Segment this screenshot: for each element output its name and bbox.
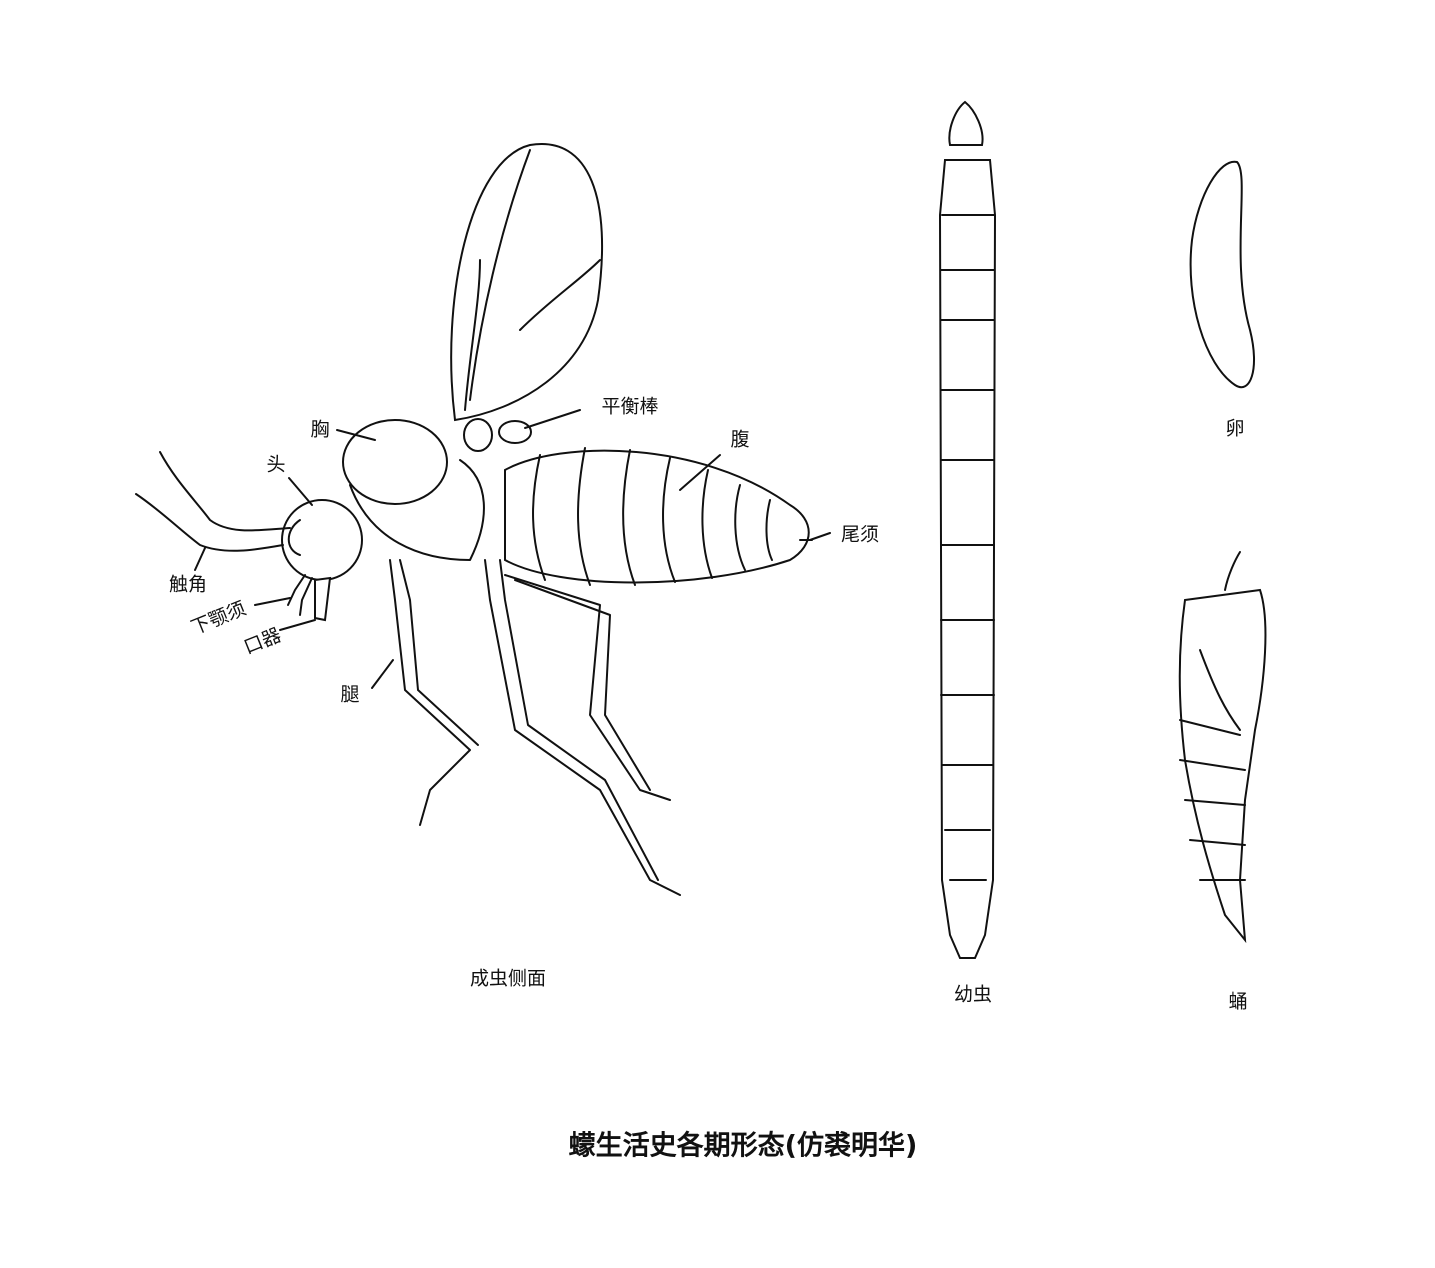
label-halteres: 平衡棒 xyxy=(601,395,659,418)
pointer-lines xyxy=(194,409,831,689)
leg xyxy=(484,559,681,896)
wing-veins xyxy=(464,149,601,411)
caption-adult: 成虫侧面 xyxy=(469,967,547,990)
maxillary-palp xyxy=(287,574,313,616)
label-leg: 腿 xyxy=(340,683,360,706)
label-head: 头 xyxy=(266,453,286,476)
caption-pupa: 蛹 xyxy=(1228,990,1248,1013)
antenna xyxy=(159,451,291,532)
wing xyxy=(450,142,604,422)
leg xyxy=(389,559,471,826)
thorax-lower xyxy=(349,459,485,561)
abdomen-segments xyxy=(532,447,813,586)
mouthparts xyxy=(314,576,332,622)
larva-segments xyxy=(940,214,995,881)
leg xyxy=(504,574,671,801)
figure-title: 蠓生活史各期形态(仿裘明华) xyxy=(568,1130,918,1162)
label-cerci: 尾须 xyxy=(840,523,880,546)
antenna xyxy=(135,493,284,552)
leg xyxy=(399,559,479,746)
abdomen xyxy=(504,449,810,584)
label-abdomen: 腹 xyxy=(730,428,750,451)
label-antenna: 触角 xyxy=(168,573,208,596)
haltere xyxy=(498,420,532,444)
caption-egg: 卵 xyxy=(1225,417,1245,440)
adult-midge-drawing xyxy=(135,142,831,896)
label-thorax: 胸 xyxy=(310,418,330,441)
larva-head xyxy=(948,100,984,146)
caption-larva: 幼虫 xyxy=(953,983,993,1006)
pupa-body xyxy=(1178,588,1267,944)
egg-drawing xyxy=(1189,160,1256,388)
leg xyxy=(499,559,659,881)
larva-drawing xyxy=(938,100,997,959)
head xyxy=(281,499,363,581)
larva-body xyxy=(938,159,997,959)
thorax xyxy=(342,419,448,505)
pupa-drawing xyxy=(1178,551,1267,944)
